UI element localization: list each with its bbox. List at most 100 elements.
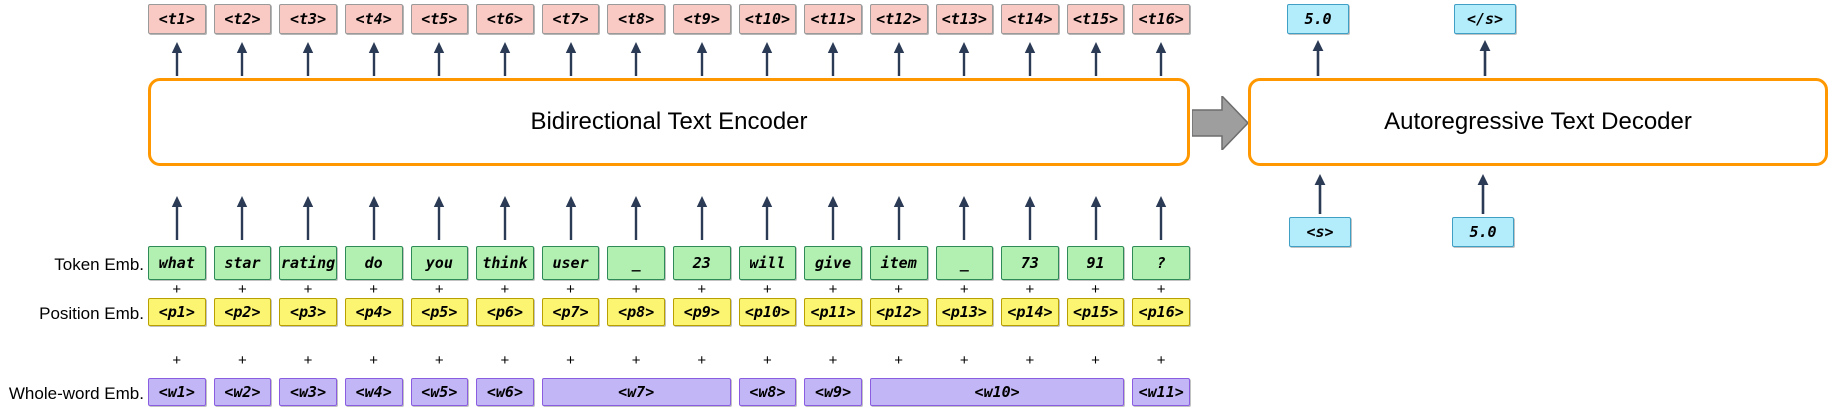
token-output-arrow bbox=[1090, 42, 1101, 76]
token-output-14-label: <t14> bbox=[1007, 10, 1053, 28]
position-emb-11[interactable]: <p11> bbox=[804, 298, 862, 326]
wholeword-emb-7[interactable]: <w7> bbox=[541, 378, 731, 406]
token-output-3[interactable]: <t3> bbox=[279, 4, 337, 34]
token-output-11[interactable]: <t11> bbox=[804, 4, 862, 34]
token-output-5[interactable]: <t5> bbox=[410, 4, 469, 34]
token-emb-3[interactable]: rating bbox=[279, 246, 337, 280]
wholeword-emb-3[interactable]: <w3> bbox=[279, 378, 337, 406]
position-emb-2[interactable]: <p2> bbox=[213, 298, 272, 326]
position-emb-10[interactable]: <p10> bbox=[738, 298, 797, 326]
wholeword-emb-10[interactable]: <w10> bbox=[869, 378, 1125, 406]
plus-position-wholeword: + bbox=[631, 352, 641, 369]
token-output-15[interactable]: <t15> bbox=[1066, 4, 1125, 34]
position-emb-15[interactable]: <p15> bbox=[1066, 298, 1125, 326]
token-emb-1[interactable]: what bbox=[148, 246, 206, 280]
token-output-3-label: <t3> bbox=[290, 10, 327, 28]
token-emb-2[interactable]: star bbox=[213, 246, 272, 280]
wholeword-emb-8[interactable]: <w8> bbox=[738, 378, 797, 406]
token-emb-8-label: _ bbox=[631, 254, 641, 272]
autoregressive-text-decoder[interactable]: Autoregressive Text Decoder bbox=[1248, 78, 1828, 166]
token-emb-1-label: what bbox=[158, 254, 195, 272]
wholeword-emb-6[interactable]: <w6> bbox=[476, 378, 534, 406]
position-emb-5[interactable]: <p5> bbox=[410, 298, 469, 326]
token-output-12[interactable]: <t12> bbox=[869, 4, 928, 34]
token-emb-4[interactable]: do bbox=[344, 246, 403, 280]
position-emb-4[interactable]: <p4> bbox=[344, 298, 403, 326]
token-output-9-label: <t9> bbox=[683, 10, 720, 28]
token-emb-row-label: Token Emb. bbox=[54, 255, 144, 274]
plus-position-wholeword: + bbox=[172, 352, 182, 369]
plus-position-wholeword: + bbox=[238, 352, 247, 369]
token-emb-arrow bbox=[171, 196, 183, 240]
decoder-output-label: 5.0 bbox=[1304, 10, 1332, 28]
token-output-14[interactable]: <t14> bbox=[1001, 4, 1059, 34]
position-emb-8-label: <p8> bbox=[618, 303, 655, 321]
wholeword-emb-1[interactable]: <w1> bbox=[148, 378, 206, 406]
decoder-output-label: </s> bbox=[1466, 10, 1504, 28]
token-emb-5[interactable]: you bbox=[410, 246, 469, 280]
token-output-arrow bbox=[893, 42, 904, 76]
position-emb-6[interactable]: <p6> bbox=[476, 298, 534, 326]
token-output-arrow bbox=[565, 42, 576, 76]
token-output-16[interactable]: <t16> bbox=[1132, 4, 1190, 34]
wholeword-emb-11[interactable]: <w11> bbox=[1132, 378, 1190, 406]
token-output-7[interactable]: <t7> bbox=[541, 4, 600, 34]
token-emb-9[interactable]: 23 bbox=[673, 246, 731, 280]
token-emb-7[interactable]: user bbox=[541, 246, 600, 280]
token-output-15-label: <t15> bbox=[1072, 10, 1119, 28]
token-emb-7-label: user bbox=[552, 254, 589, 272]
wholeword-emb-4[interactable]: <w4> bbox=[344, 378, 403, 406]
plus-token-position: + bbox=[303, 281, 313, 298]
plus-position-wholeword: + bbox=[369, 352, 379, 369]
position-emb-1-label: <p1> bbox=[158, 303, 195, 321]
position-emb-14[interactable]: <p14> bbox=[1001, 298, 1059, 326]
decoder-input-1[interactable]: 5.0 bbox=[1452, 217, 1514, 247]
wholeword-emb-9[interactable]: <w9> bbox=[804, 378, 862, 406]
position-emb-7[interactable]: <p7> bbox=[541, 298, 600, 326]
token-emb-13[interactable]: _ bbox=[935, 246, 994, 280]
plus-position-wholeword: + bbox=[1025, 352, 1035, 369]
token-output-8[interactable]: <t8> bbox=[607, 4, 665, 34]
position-emb-13[interactable]: <p13> bbox=[935, 298, 994, 326]
token-output-arrow bbox=[171, 42, 183, 76]
token-output-1[interactable]: <t1> bbox=[148, 4, 206, 34]
position-emb-1[interactable]: <p1> bbox=[148, 298, 206, 326]
position-emb-9[interactable]: <p9> bbox=[673, 298, 731, 326]
token-emb-8[interactable]: _ bbox=[607, 246, 665, 280]
token-emb-6[interactable]: think bbox=[476, 246, 534, 280]
token-emb-10[interactable]: will bbox=[738, 246, 797, 280]
token-output-13[interactable]: <t13> bbox=[935, 4, 994, 34]
bidirectional-text-encoder[interactable]: Bidirectional Text Encoder bbox=[148, 78, 1190, 166]
token-output-arrow bbox=[762, 42, 773, 76]
token-emb-12[interactable]: item bbox=[869, 246, 928, 280]
wholeword-emb-2[interactable]: <w2> bbox=[213, 378, 272, 406]
position-emb-3[interactable]: <p3> bbox=[279, 298, 337, 326]
token-emb-15[interactable]: 91 bbox=[1066, 246, 1125, 280]
token-output-12-label: <t12> bbox=[876, 10, 922, 28]
position-emb-12[interactable]: <p12> bbox=[869, 298, 928, 326]
token-output-9[interactable]: <t9> bbox=[673, 4, 731, 34]
token-output-arrow bbox=[434, 42, 445, 76]
decoder-output-1[interactable]: </s> bbox=[1454, 4, 1516, 34]
wholeword-emb-5[interactable]: <w5> bbox=[410, 378, 469, 406]
token-output-2[interactable]: <t2> bbox=[213, 4, 272, 34]
position-emb-8[interactable]: <p8> bbox=[607, 298, 665, 326]
position-emb-16[interactable]: <p16> bbox=[1132, 298, 1190, 326]
token-emb-11[interactable]: give bbox=[804, 246, 862, 280]
position-emb-11-label: <p11> bbox=[810, 303, 856, 321]
token-output-4[interactable]: <t4> bbox=[344, 4, 403, 34]
token-output-10[interactable]: <t10> bbox=[738, 4, 797, 34]
token-emb-14[interactable]: 73 bbox=[1001, 246, 1059, 280]
position-emb-10-label: <p10> bbox=[744, 303, 791, 321]
token-emb-16[interactable]: ? bbox=[1132, 246, 1190, 280]
position-emb-5-label: <p5> bbox=[421, 303, 458, 321]
plus-position-wholeword: + bbox=[828, 352, 838, 369]
decoder-output-0[interactable]: 5.0 bbox=[1287, 4, 1349, 34]
wholeword-emb-10-label: <w10> bbox=[974, 383, 1020, 401]
decoder-input-0[interactable]: <s> bbox=[1289, 217, 1351, 247]
position-emb-6-label: <p6> bbox=[486, 303, 523, 321]
plus-position-wholeword: + bbox=[697, 352, 707, 369]
token-output-7-label: <t7> bbox=[552, 10, 589, 28]
token-output-6[interactable]: <t6> bbox=[476, 4, 534, 34]
